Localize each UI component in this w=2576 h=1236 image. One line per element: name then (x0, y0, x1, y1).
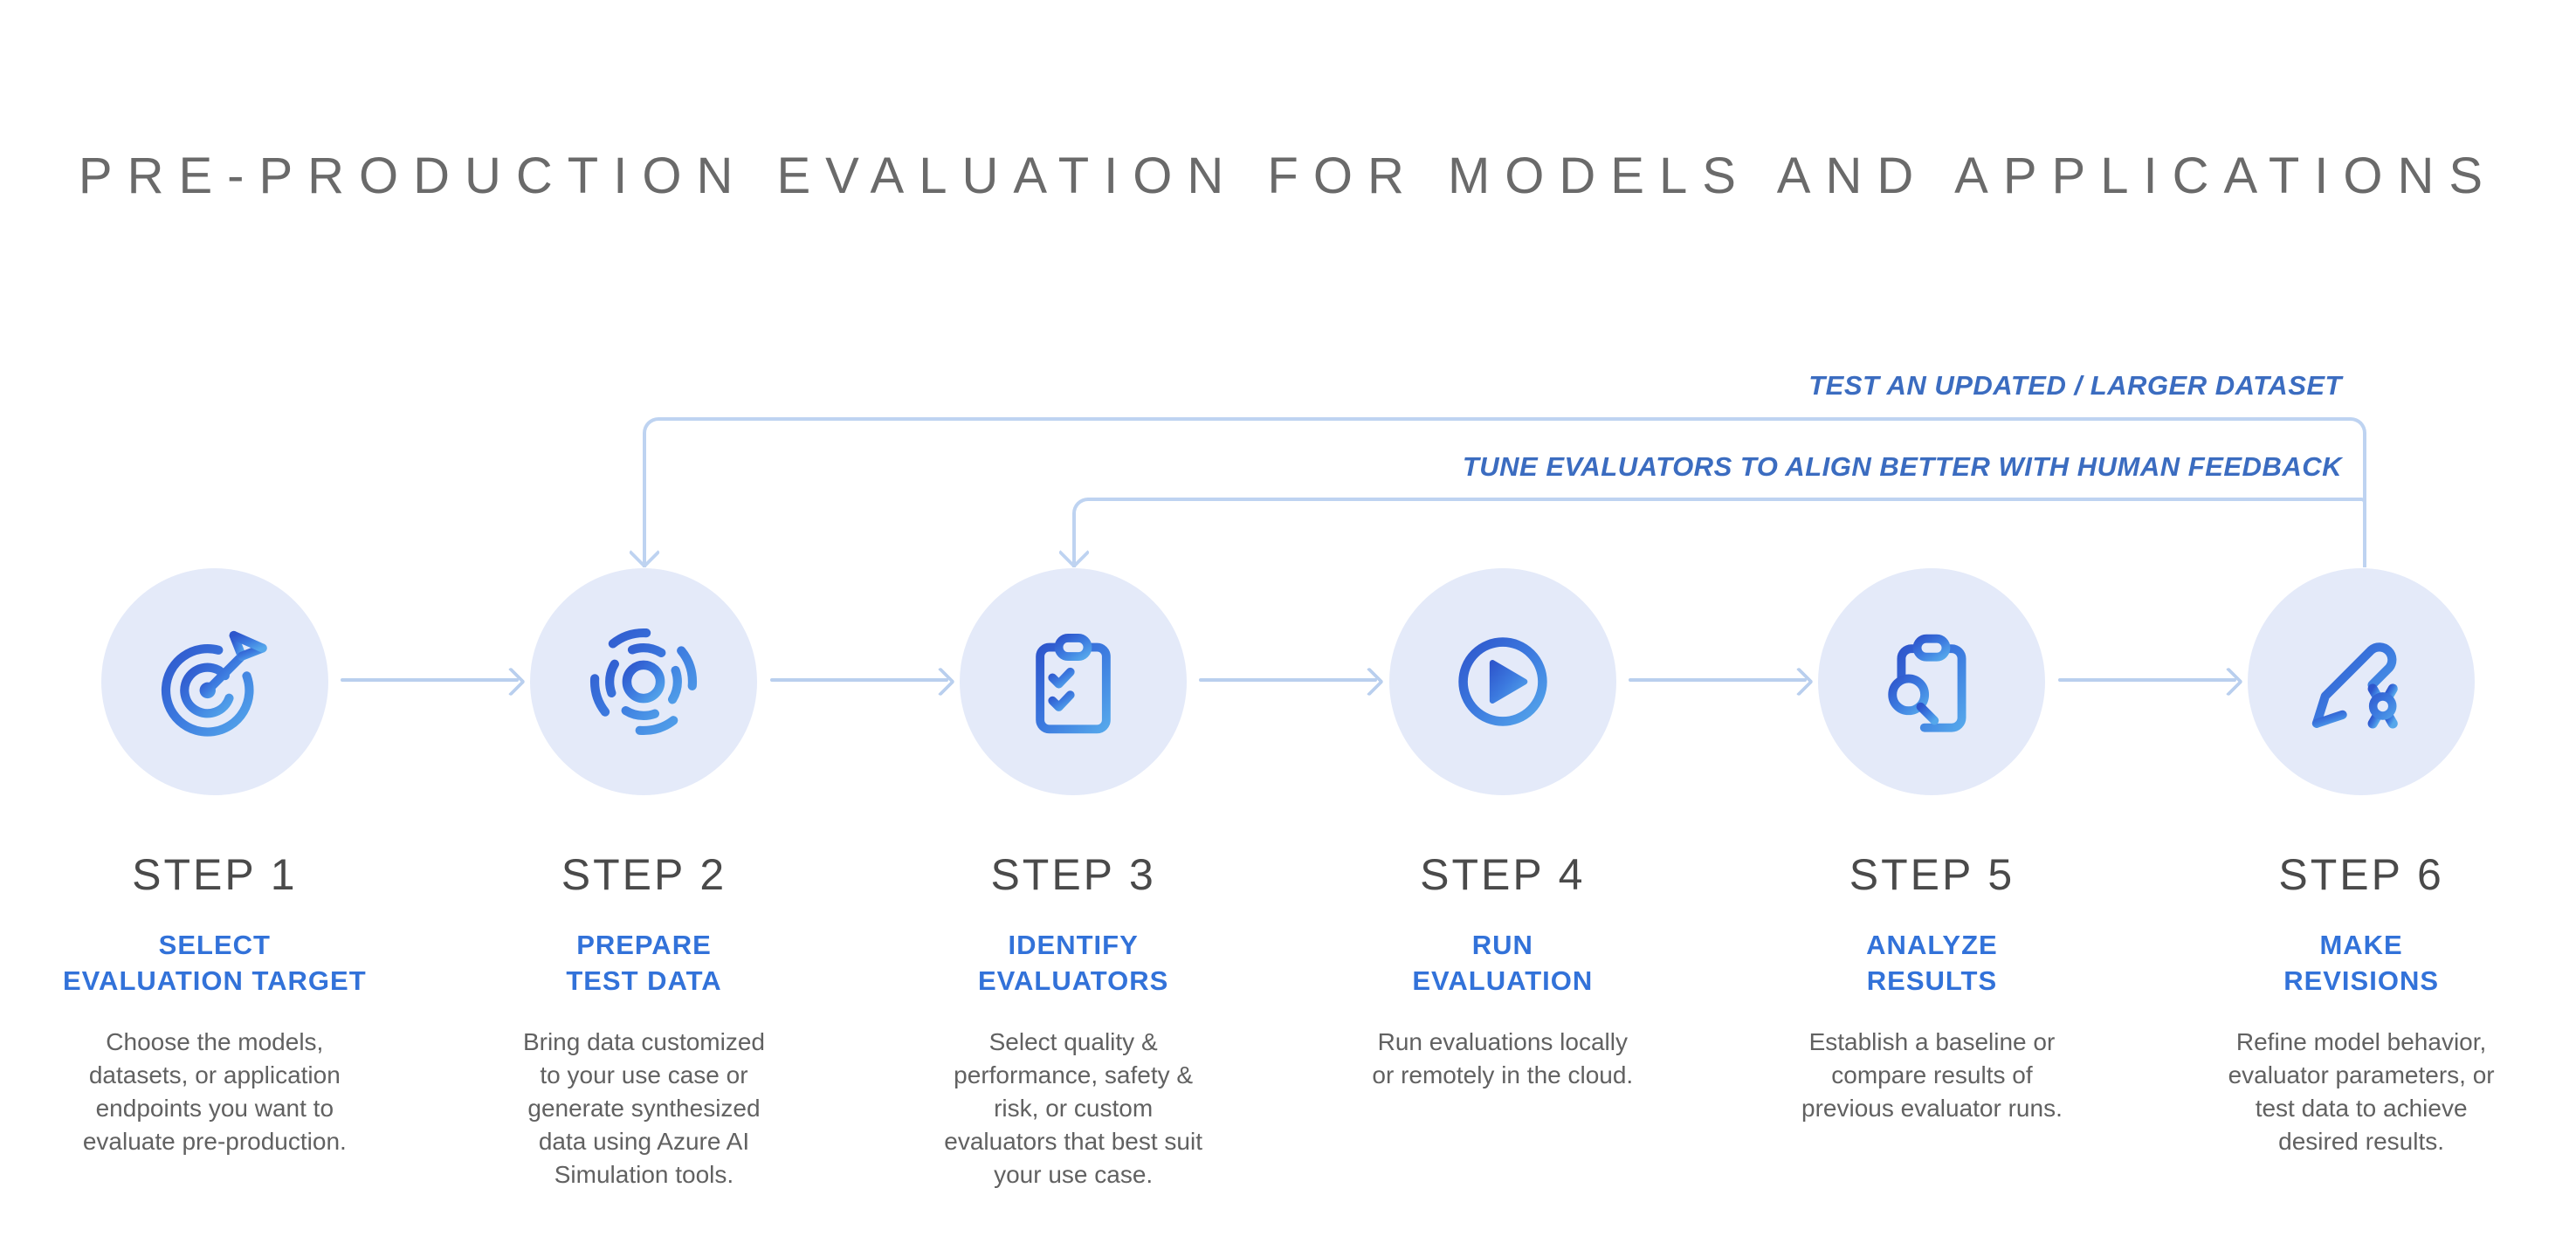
step6-circle (2248, 568, 2476, 795)
pencil-gear-icon (2311, 642, 2408, 729)
step3-circle (960, 568, 1188, 795)
step4-circle (1388, 568, 1616, 795)
step5-circle (1818, 568, 2046, 795)
flow-arrow-step3-step4 (1199, 678, 1377, 682)
step4-description: Run evaluations locally or remotely in t… (1372, 1027, 1634, 1088)
step2-description: Bring data customized to your use case o… (522, 1027, 765, 1189)
feedback-label-dataset: TEST AN UPDATED / LARGER DATASET (1808, 370, 2342, 401)
step6-description: Refine model behavior, evaluator paramet… (2228, 1027, 2495, 1156)
flow-arrow-step4-step5 (1629, 678, 1807, 682)
steps-row: STEP 1 SELECT EVALUATION TARGET Choose t… (0, 568, 2576, 1191)
step-column-2: STEP 2 PREPARE TEST DATA Bring data cust… (430, 568, 859, 1191)
feedback-loop-tune-line (1072, 498, 2366, 567)
target-dart-icon (161, 630, 267, 737)
step-column-3: STEP 3 IDENTIFY EVALUATORS Select qualit… (858, 568, 1288, 1191)
step5-description: Establish a baseline or compare results … (1801, 1027, 2063, 1122)
step5-subtitle: ANALYZE RESULTS (1866, 930, 1998, 996)
step2-label: STEP 2 (561, 850, 727, 899)
step4-label: STEP 4 (1420, 850, 1586, 899)
data-pulse-icon (590, 628, 698, 736)
step-column-5: STEP 5 ANALYZE RESULTS Establish a basel… (1718, 568, 2147, 1191)
page-title: PRE-PRODUCTION EVALUATION FOR MODELS AND… (78, 148, 2498, 204)
step2-circle (530, 568, 758, 795)
checklist-clipboard-icon (1036, 634, 1111, 734)
play-icon (1458, 637, 1547, 726)
step5-label: STEP 5 (1849, 850, 2015, 899)
step1-circle (100, 568, 328, 795)
step1-subtitle: SELECT EVALUATION TARGET (63, 930, 367, 996)
flow-arrow-step1-step2 (341, 678, 519, 682)
feedback-label-tune-evaluators: TUNE EVALUATORS TO ALIGN BETTER WITH HUM… (1462, 451, 2342, 482)
step3-subtitle: IDENTIFY EVALUATORS (977, 930, 1169, 996)
step-column-6: STEP 6 MAKE REVISIONS Refine model behav… (2146, 568, 2576, 1191)
step-column-4: STEP 4 RUN EVALUATION Run evaluations lo… (1288, 568, 1718, 1191)
step-column-1: STEP 1 SELECT EVALUATION TARGET Choose t… (0, 568, 430, 1191)
step3-label: STEP 3 (990, 850, 1156, 899)
step4-subtitle: RUN EVALUATION (1412, 930, 1594, 996)
flow-arrow-step2-step3 (770, 678, 948, 682)
step2-subtitle: PREPARE TEST DATA (566, 930, 722, 996)
step1-label: STEP 1 (132, 850, 298, 899)
feedback-loop-dataset-line (643, 417, 2366, 567)
flow-arrow-step5-step6 (2058, 678, 2236, 682)
step6-label: STEP 6 (2278, 850, 2444, 899)
step6-subtitle: MAKE REVISIONS (2283, 930, 2440, 996)
search-clipboard-icon (1888, 634, 1966, 732)
step1-description: Choose the models, datasets, or applicat… (82, 1027, 347, 1156)
step3-description: Select quality & performance, safety & r… (944, 1027, 1202, 1189)
